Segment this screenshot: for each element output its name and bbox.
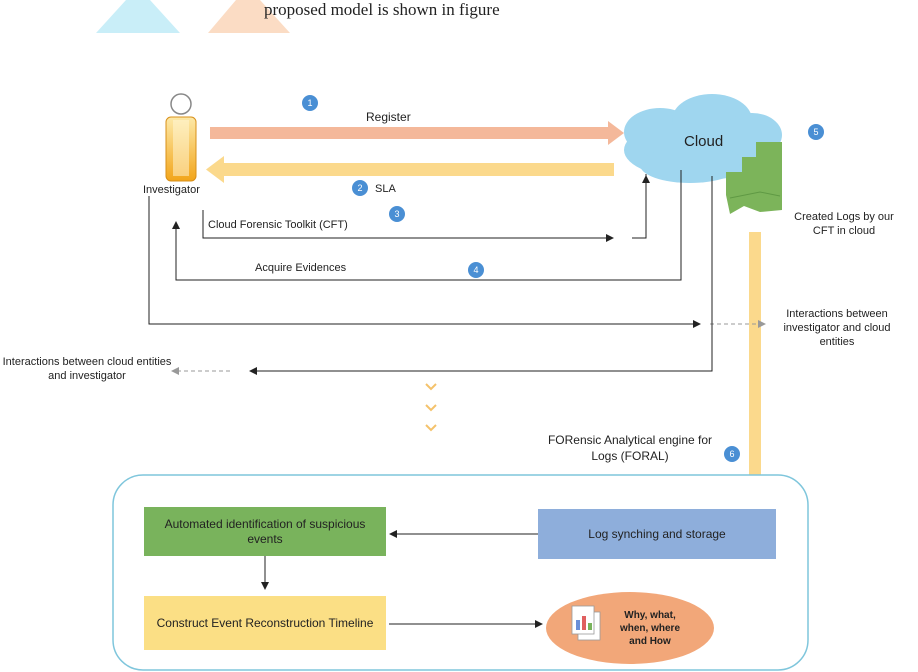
acquire-label: Acquire Evidences [255,262,347,274]
cloud-shape [624,94,782,183]
log-sync-box: Log synching and storage [538,509,776,559]
timeline-box: Construct Event Reconstruction Timeline [144,596,386,650]
investigator-label: Investigator [143,184,200,196]
cft-arrow [202,210,614,242]
investigator-icon [165,93,197,182]
header-shape-orange [208,0,290,33]
step-badge-2: 2 [352,180,368,196]
logs-icon [726,142,782,214]
step-badge-1: 1 [302,95,318,111]
cloud-label: Cloud [684,133,724,150]
cft-label: Cloud Forensic Toolkit (CFT) [208,219,348,231]
inv-to-cloud-arrow [148,196,701,328]
header-text: proposed model is shown in figure [264,0,500,19]
acquire-arrow [172,170,682,281]
sla-arrow [206,156,614,183]
step-badge-3: 3 [389,206,405,222]
register-label: Register [366,110,411,124]
step-badge-4: 4 [468,262,484,278]
step-badge-6: 6 [724,446,740,462]
sla-label: SLA [375,183,396,195]
automated-identification-box: Automated identification of suspicious e… [144,507,386,556]
created-logs-label: Created Logs by our CFT in cloud [794,211,894,237]
register-arrow [210,121,624,145]
questions-label: Why, what, when, where and How [619,609,680,647]
report-icon [571,605,601,641]
cloud-to-inv-label: Interactions between cloud entities and … [2,356,172,382]
header-shape-cyan [96,0,180,33]
cloud-cft-link [632,174,647,239]
logs-to-foral-arrow [742,232,768,498]
continuation-chevrons [425,383,437,432]
step-badge-5: 5 [808,124,824,140]
inv-to-cloud-label: Interactions between investigator and cl… [783,308,891,348]
cloud-to-inv-arrow [249,176,713,375]
foral-label: FORensic Analytical engine for Logs (FOR… [547,433,713,463]
